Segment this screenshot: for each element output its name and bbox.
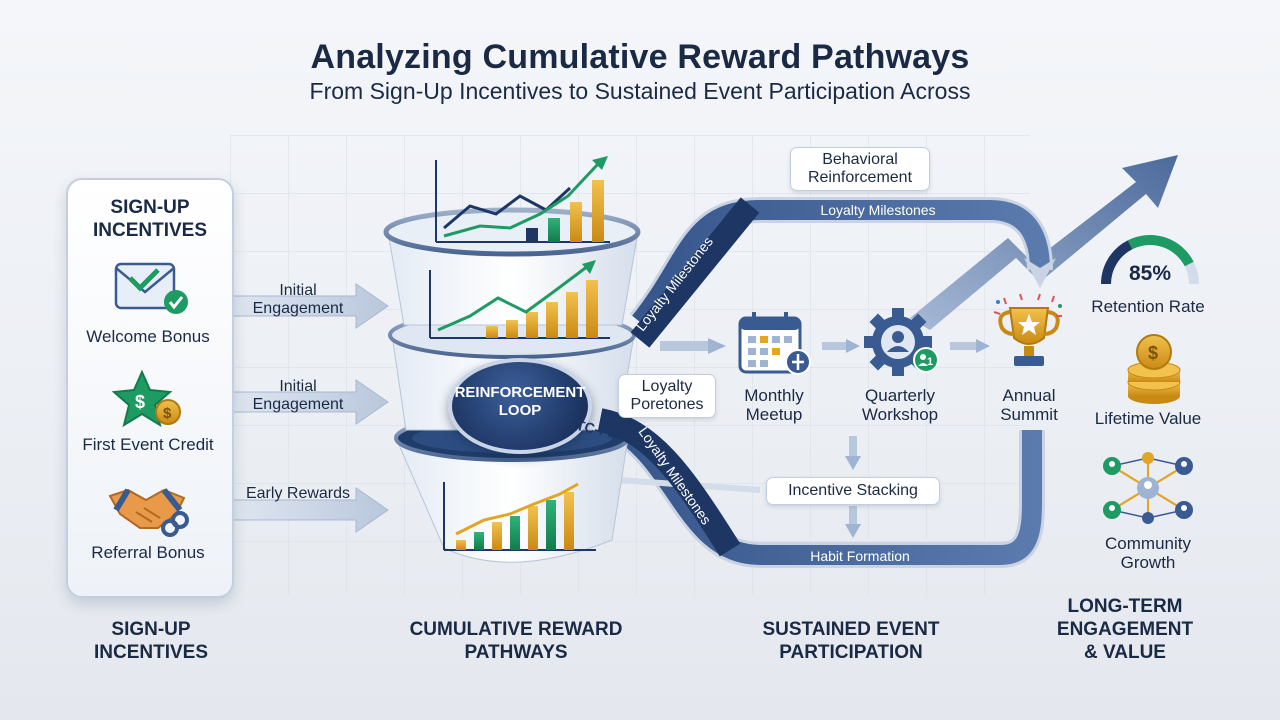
retention-label: Retention Rate bbox=[1091, 297, 1205, 316]
monthly-meetup-label: Monthly Meetup bbox=[744, 386, 804, 424]
lifetime-value-label: Lifetime Value bbox=[1094, 409, 1202, 428]
diagonal-band-bottom bbox=[597, 408, 741, 557]
first-event-credit-label: First Event Credit bbox=[82, 435, 214, 454]
retention-value: 85% bbox=[1128, 262, 1172, 285]
signup-panel-title: SIGN-UP INCENTIVES bbox=[92, 197, 208, 241]
chart-bottom bbox=[443, 482, 596, 551]
flow-arrow-1 bbox=[231, 283, 389, 329]
welcome-bonus-label: Welcome Bonus bbox=[86, 327, 210, 346]
page-title: Analyzing Cumulative Reward Pathways bbox=[310, 38, 970, 76]
column-label-signup: SIGN-UP INCENTIVES bbox=[93, 619, 209, 663]
community-growth-label: Community Growth bbox=[1105, 534, 1191, 572]
trophy-icon bbox=[993, 293, 1062, 366]
growth-arrow bbox=[910, 155, 1178, 330]
flow-arrow-3 bbox=[231, 487, 389, 533]
chart-middle bbox=[429, 260, 610, 339]
top-band-label: Loyalty Milestones bbox=[820, 202, 936, 218]
column-label-participation: SUSTAINED EVENT PARTICIPATION bbox=[762, 619, 940, 663]
column-label-long-term: LONG-TERM ENGAGEMENT & VALUE bbox=[1056, 596, 1194, 663]
coin-stack-icon: $ bbox=[1127, 334, 1181, 404]
annual-summit-label: Annual Summit bbox=[1000, 386, 1058, 424]
calendar-icon bbox=[738, 312, 811, 375]
envelope-check-icon bbox=[114, 262, 188, 314]
reinforcement-loop-badge bbox=[448, 358, 592, 454]
network-icon bbox=[1103, 452, 1193, 524]
reinforcement-loop-label: REINFORCEMENT LOOP bbox=[454, 384, 586, 419]
handshake-link-icon bbox=[108, 488, 189, 537]
svg-text:1: 1 bbox=[927, 356, 933, 368]
flow-arrow-1-label: Initial Engagement bbox=[252, 282, 344, 317]
page-subtitle: From Sign-Up Incentives to Sustained Eve… bbox=[309, 78, 971, 104]
retention-gauge-fill bbox=[1127, 235, 1194, 267]
chart-top bbox=[435, 156, 610, 243]
retention-gauge-lead bbox=[1101, 240, 1133, 285]
column-label-pathways: CUMULATIVE REWARD PATHWAYS bbox=[409, 619, 623, 663]
svg-text:$: $ bbox=[135, 392, 145, 412]
incentive-stacking-callout: Incentive Stacking bbox=[766, 477, 940, 505]
gear-user-icon: 1 bbox=[864, 308, 939, 376]
bottom-band-label: Habit Formation bbox=[810, 548, 910, 564]
flow-arrow-2 bbox=[231, 379, 389, 425]
svg-text:$: $ bbox=[1148, 343, 1158, 363]
star-coin-icon: $ $ bbox=[112, 369, 181, 428]
diagonal-band-top bbox=[630, 197, 760, 348]
svg-text:$: $ bbox=[163, 405, 172, 422]
loyalty-poretones-callout: Loyalty Poretones bbox=[618, 374, 716, 418]
referral-bonus-label: Referral Bonus bbox=[91, 543, 205, 562]
flow-arrow-2-label: Initial Engagement bbox=[252, 378, 344, 413]
behavioral-reinforcement-callout: Behavioral Reinforcement bbox=[790, 147, 930, 191]
quarterly-workshop-label: Quarterly Workshop bbox=[861, 386, 939, 424]
flow-arrow-3-label: Early Rewards bbox=[245, 485, 351, 502]
retention-gauge bbox=[1101, 235, 1199, 285]
